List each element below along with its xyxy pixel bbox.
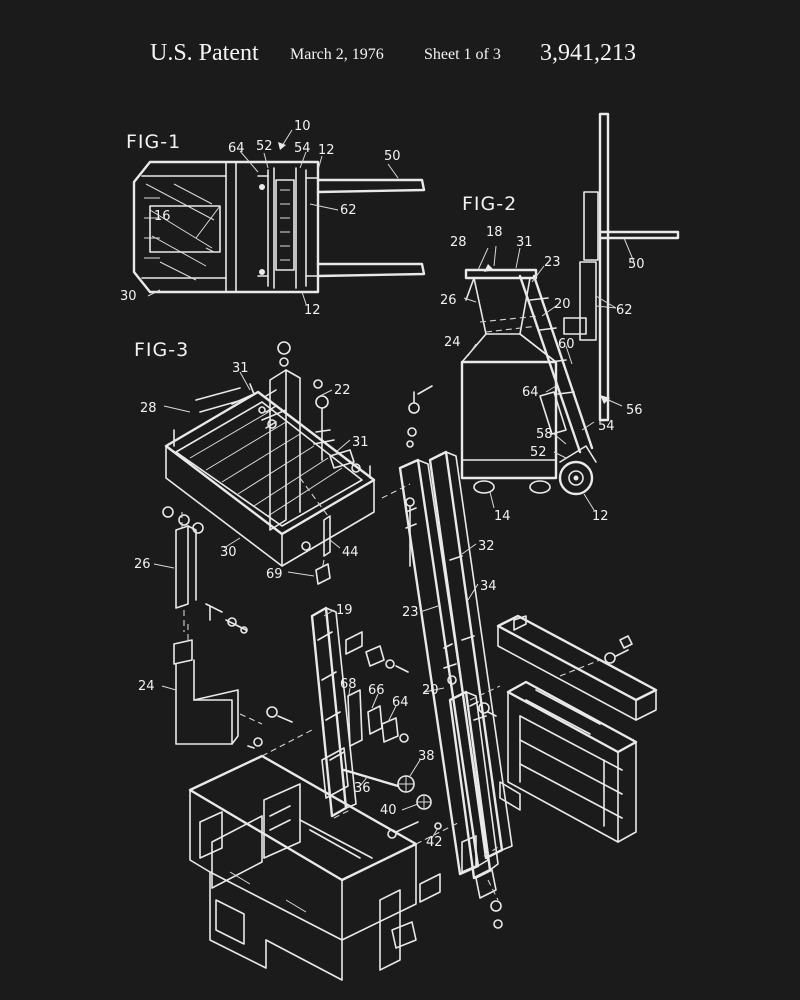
fig2-ref-20: 20	[554, 297, 571, 312]
patent-header: U.S. Patent March 2, 1976 Sheet 1 of 3 3…	[0, 38, 800, 74]
fig3-ref-68: 68	[340, 677, 357, 692]
fig1-ref-12b: 12	[304, 303, 321, 318]
fig1-ref-62: 62	[340, 203, 357, 218]
fig1-drawing: FIG-1	[120, 119, 426, 318]
fig3-ref-32: 32	[478, 539, 495, 554]
fig3-ref-40: 40	[380, 803, 397, 818]
fig2-ref-64: 64	[522, 385, 539, 400]
fig3-ref-64: 64	[392, 695, 409, 710]
fig3-ref-22: 22	[334, 383, 351, 398]
fig2-ref-52: 52	[530, 445, 547, 460]
fig3-ref-20: 20	[422, 683, 439, 698]
fig2-ref-50: 50	[628, 257, 645, 272]
fig2-ref-28: 28	[450, 235, 467, 250]
fig1-ref-10: 10	[294, 119, 311, 134]
fig3-ref-69: 69	[266, 567, 283, 582]
fig1-ref-30: 30	[120, 289, 137, 304]
fig2-ref-12: 12	[592, 509, 609, 524]
patent-number: 3,941,213	[540, 40, 636, 66]
fig3-ref-31b: 31	[352, 435, 369, 450]
fig2-ref-31: 31	[516, 235, 533, 250]
fig3-title: FIG-3	[134, 339, 189, 361]
fig3-ref-66: 66	[368, 683, 385, 698]
fig2-ref-14: 14	[494, 509, 511, 524]
fig2-ref-60: 60	[558, 337, 575, 352]
fig2-title: FIG-2	[462, 193, 517, 215]
fig2-drawing: FIG-2	[440, 112, 680, 524]
fig3-drawing: FIG-3	[134, 339, 658, 981]
fig2-ref-24: 24	[444, 335, 461, 350]
fig3-ref-42: 42	[426, 835, 443, 850]
fig1-ref-54: 54	[294, 141, 311, 156]
fig2-ref-18: 18	[486, 225, 503, 240]
patent-title: U.S. Patent	[150, 40, 259, 66]
patent-date: March 2, 1976	[290, 46, 384, 63]
fig2-ref-23: 23	[544, 255, 561, 270]
fig3-ref-19: 19	[336, 603, 353, 618]
fig3-ref-38: 38	[418, 749, 435, 764]
fig3-ref-26: 26	[134, 557, 151, 572]
fig2-ref-56: 56	[626, 403, 643, 418]
fig3-ref-44: 44	[342, 545, 359, 560]
fig2-ref-26: 26	[440, 293, 457, 308]
fig3-ref-36: 36	[354, 781, 371, 796]
fig3-ref-31: 31	[232, 361, 249, 376]
fig1-ref-52: 52	[256, 139, 273, 154]
fig3-ref-34: 34	[480, 579, 497, 594]
fig1-ref-50: 50	[384, 149, 401, 164]
fig3-ref-28: 28	[140, 401, 157, 416]
fig1-ref-16: 16	[154, 209, 171, 224]
fig3-ref-24: 24	[138, 679, 155, 694]
fig3-ref-23: 23	[402, 605, 419, 620]
fig2-ref-58: 58	[536, 427, 553, 442]
fig1-title: FIG-1	[126, 131, 181, 153]
fig1-ref-64: 64	[228, 141, 245, 156]
fig1-ref-12: 12	[318, 143, 335, 158]
fig2-ref-62: 62	[616, 303, 633, 318]
fig3-ref-30: 30	[220, 545, 237, 560]
fig2-ref-54: 54	[598, 419, 615, 434]
sheet-number: Sheet 1 of 3	[424, 46, 501, 63]
